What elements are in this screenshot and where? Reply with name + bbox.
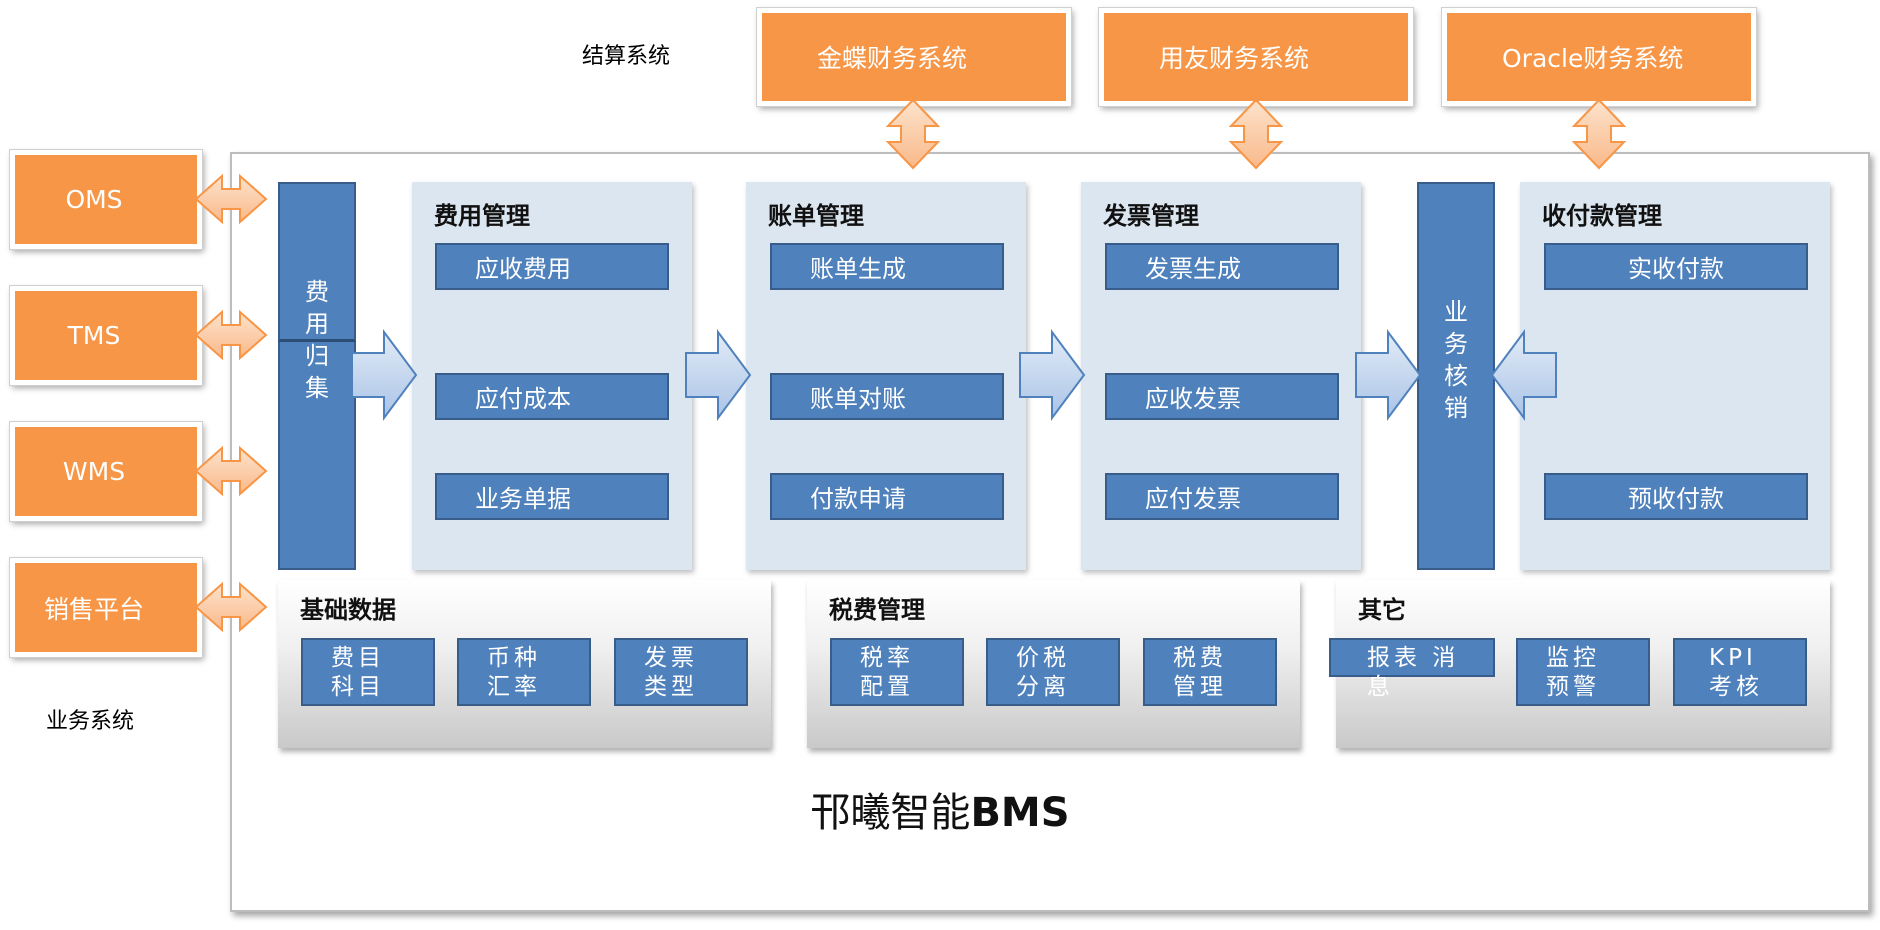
- item-bill-reconciliation: 账单对账: [770, 373, 1004, 420]
- panel-title: 税费管理: [829, 596, 925, 624]
- item-business-documents: 业务单据: [435, 473, 669, 520]
- item-monitoring-alerts: 监控 预警: [1516, 638, 1650, 706]
- item-tax-separation: 价税 分离: [986, 638, 1120, 706]
- business-system-label: OMS: [65, 185, 123, 214]
- item-payment-request: 付款申请: [770, 473, 1004, 520]
- item-advance-payments: 预收付款: [1544, 473, 1808, 520]
- item-bill-generation: 账单生成: [770, 243, 1004, 290]
- business-verification-bar: [1417, 182, 1495, 570]
- panel-title: 其它: [1358, 596, 1406, 624]
- cost-aggregation-label: 费 用 归 集: [305, 278, 331, 402]
- flow-arrow-right: [1019, 328, 1086, 422]
- item-receivable-fees: 应收费用: [435, 243, 669, 290]
- item-actual-payments: 实收付款: [1544, 243, 1808, 290]
- item-payable-invoices: 应付发票: [1105, 473, 1339, 520]
- business-systems-label: 业务系统: [46, 709, 135, 734]
- finance-system-yonyou: 用友财务系统: [1099, 8, 1413, 106]
- finance-system-label: 用友财务系统: [1159, 44, 1310, 73]
- finance-system-label: 金蝶财务系统: [817, 44, 968, 73]
- double-arrow-vertical: [1228, 98, 1284, 170]
- item-tax-management: 税费 管理: [1143, 638, 1277, 706]
- double-arrow-vertical: [885, 98, 941, 170]
- double-arrow-horizontal: [194, 309, 268, 361]
- item-tax-rate-config: 税率 配置: [830, 638, 964, 706]
- item-currency-rates: 币种 汇率: [457, 638, 591, 706]
- business-system-wms: WMS: [10, 422, 202, 521]
- settlement-systems-label: 结算系统: [582, 44, 671, 69]
- module-title: 发票管理: [1103, 202, 1199, 230]
- item-payable-costs: 应付成本: [435, 373, 669, 420]
- item-fee-accounts: 费目 科目: [301, 638, 435, 706]
- double-arrow-horizontal: [194, 445, 268, 497]
- panel-title: 基础数据: [300, 596, 396, 624]
- business-system-label: 销售平台: [43, 594, 144, 624]
- system-title: 邗曦智能BMS: [0, 780, 1880, 838]
- module-title: 费用管理: [434, 202, 530, 230]
- flow-arrow-left: [1490, 328, 1557, 422]
- business-system-sales-platform: 销售平台: [10, 558, 202, 657]
- business-system-oms: OMS: [10, 150, 202, 249]
- business-system-label: TMS: [67, 321, 121, 350]
- double-arrow-horizontal: [194, 173, 268, 225]
- business-verification-label: 业 务 核 销: [1444, 298, 1468, 422]
- flow-arrow-right: [685, 328, 752, 422]
- double-arrow-horizontal: [194, 581, 268, 633]
- module-title: 收付款管理: [1542, 202, 1662, 230]
- cost-aggregation-cap: [278, 182, 356, 342]
- module-title: 账单管理: [768, 202, 864, 230]
- item-receivable-invoices: 应收发票: [1105, 373, 1339, 420]
- system-title-prefix: 邗曦智能: [810, 790, 971, 836]
- double-arrow-vertical: [1571, 98, 1627, 170]
- item-reports-messages: 报表 消息: [1329, 638, 1495, 700]
- item-kpi-assessment: KPI 考核: [1673, 638, 1807, 706]
- item-invoice-types: 发票 类型: [614, 638, 748, 706]
- item-invoice-generation: 发票生成: [1105, 243, 1339, 290]
- business-system-label: WMS: [62, 457, 126, 486]
- system-title-suffix: BMS: [970, 790, 1070, 836]
- flow-arrow-right: [351, 328, 418, 422]
- finance-system-label: Oracle财务系统: [1502, 44, 1684, 73]
- flow-arrow-right: [1355, 328, 1422, 422]
